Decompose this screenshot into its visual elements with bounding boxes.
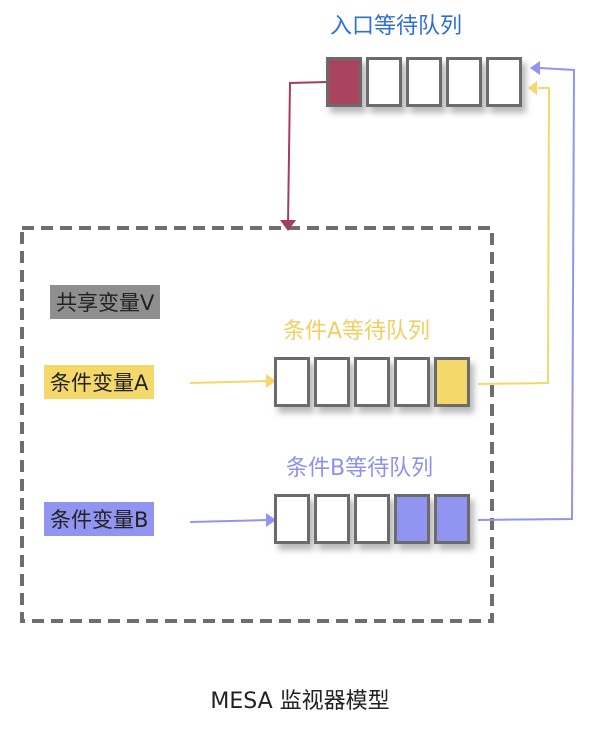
cond-b-arrow [189,519,269,523]
queue-b-cell [274,494,310,544]
queue-b-cell [354,494,390,544]
entry-arrow [287,81,328,226]
entry-queue-cell [406,57,442,107]
queue-b-cell [314,494,350,544]
queue-a-cell [274,357,310,407]
entry-queue-cell [486,57,522,107]
queue-b-cell [434,494,470,544]
caption: MESA 监视器模型 [210,689,390,714]
cond-a-arrow [189,380,269,384]
queue-b-title: 条件B等待队列 [286,456,434,481]
cond-b-arrow-head [266,513,276,527]
queue-b-return [477,67,576,521]
queue-a-cell [434,357,470,407]
cond-a-arrow-head [266,374,276,388]
entry-queue-cell [446,57,482,107]
queue-a-cell [354,357,390,407]
queue-a-title: 条件A等待队列 [283,319,431,344]
shared-variable-label: 共享变量V [50,285,161,319]
queue-a-cell [394,357,430,407]
queue-a-cell [314,357,350,407]
entry-arrow-head [280,220,296,231]
entry-queue-title: 入口等待队列 [330,14,463,39]
queue-a-return [477,87,551,385]
entry-queue-cell [366,57,402,107]
entry-queue-cell [326,57,362,107]
queue-b-cell [394,494,430,544]
queue-a-return-head [528,81,537,95]
condition-b-label: 条件变量B [44,502,155,536]
condition-a-label: 条件变量A [44,365,155,399]
queue-b-return-head [530,61,540,75]
monitor-boundary [20,226,494,623]
